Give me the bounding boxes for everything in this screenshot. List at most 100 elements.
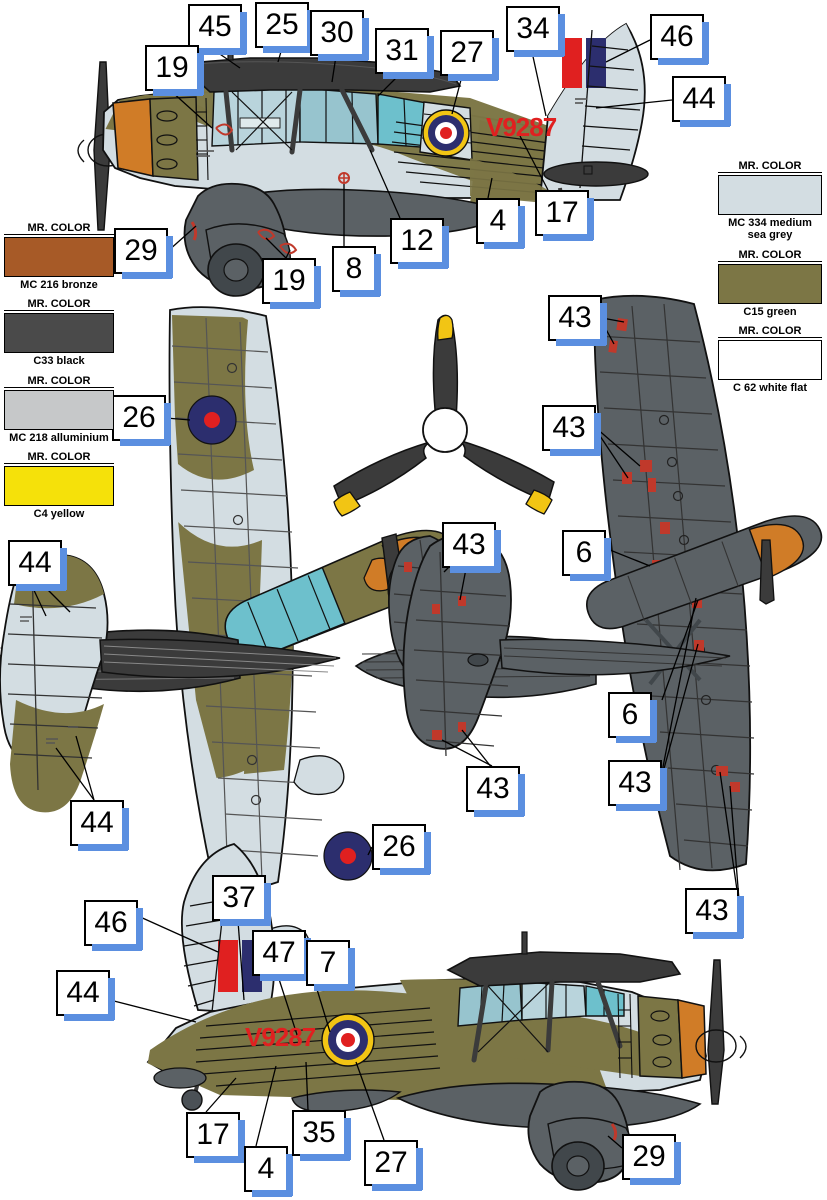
callout-label: 17 [545, 196, 579, 229]
callout-30[interactable]: 30 [310, 10, 369, 61]
serial-code-top: V9287 [486, 112, 557, 142]
callout-label: 19 [272, 264, 306, 297]
callout-label: 4 [489, 204, 507, 237]
callout-43[interactable]: 43 [685, 888, 744, 939]
callout-43[interactable]: 43 [466, 766, 525, 817]
view-bottom-side-profile [140, 843, 747, 1191]
callout-34[interactable]: 34 [506, 6, 565, 57]
callout-44[interactable]: 44 [672, 76, 731, 127]
callout-label: 26 [382, 830, 416, 863]
swatch-name: C 62 white flat [733, 381, 807, 394]
callout-29[interactable]: 29 [114, 228, 173, 279]
swatch-brand-label: MR. COLOR [718, 325, 822, 338]
callout-12[interactable]: 12 [390, 218, 449, 269]
callout-label: 43 [476, 772, 510, 805]
swatch-name: C4 yellow [33, 507, 85, 520]
callout-label: 43 [452, 528, 486, 561]
callout-44[interactable]: 44 [70, 800, 129, 851]
callout-label: 4 [257, 1152, 275, 1185]
callout-7[interactable]: 7 [306, 940, 355, 991]
callout-label: 47 [262, 936, 296, 969]
callout-44[interactable]: 44 [8, 540, 67, 591]
swatch-chip [718, 175, 822, 215]
callout-44[interactable]: 44 [56, 970, 115, 1021]
callout-6[interactable]: 6 [608, 692, 657, 743]
callout-label: 26 [122, 401, 156, 434]
callout-43[interactable]: 43 [608, 760, 667, 811]
callout-17[interactable]: 17 [535, 190, 594, 241]
callout-label: 29 [124, 234, 158, 267]
callout-label: 6 [575, 536, 593, 569]
callout-label: 7 [319, 946, 337, 979]
swatch-mc216-bronze: MR. COLOR MC 216 bronze [4, 222, 114, 291]
callout-label: 44 [18, 546, 52, 579]
swatch-chip [4, 237, 114, 277]
callout-27[interactable]: 27 [440, 30, 499, 81]
callout-19[interactable]: 19 [145, 45, 204, 96]
callout-46[interactable]: 46 [84, 900, 143, 951]
callout-label: 19 [155, 51, 189, 84]
swatch-name: C15 green [743, 305, 797, 318]
callout-29[interactable]: 29 [622, 1134, 681, 1185]
swatch-name: MC 216 bronze [20, 279, 98, 291]
swatch-c4-yellow: MR. COLOR C4 yellow [4, 451, 114, 520]
leader-lines [31, 39, 740, 1149]
callout-label: 46 [94, 906, 128, 939]
color-legend-left: MR. COLOR MC 216 bronze MR. COLOR C33 bl… [4, 222, 114, 527]
callout-label: 44 [66, 976, 100, 1009]
callout-label: 37 [222, 881, 256, 914]
swatch-brand-label: MR. COLOR [718, 249, 822, 262]
swatch-chip [4, 465, 114, 506]
callout-label: 44 [80, 806, 114, 839]
callout-label: 25 [265, 8, 299, 41]
callout-47[interactable]: 47 [252, 930, 311, 981]
view-propeller-front [333, 314, 555, 517]
callout-35[interactable]: 35 [292, 1110, 351, 1161]
callout-8[interactable]: 8 [332, 246, 381, 297]
view-tailplane-upper [0, 553, 341, 813]
callout-46[interactable]: 46 [650, 14, 709, 65]
callout-26[interactable]: 26 [112, 395, 171, 446]
callout-37[interactable]: 37 [212, 875, 271, 926]
callout-43[interactable]: 43 [542, 405, 601, 456]
swatch-brand-label: MR. COLOR [4, 375, 114, 388]
callout-31[interactable]: 31 [375, 28, 434, 79]
callout-label: 27 [374, 1146, 408, 1179]
color-legend-right: MR. COLOR MC 334 medium sea grey MR. COL… [718, 160, 822, 401]
callout-label: 45 [198, 10, 232, 43]
callout-label: 44 [682, 82, 716, 115]
callout-label: 35 [302, 1116, 336, 1149]
callout-26[interactable]: 26 [372, 824, 431, 875]
callout-label: 27 [450, 36, 484, 69]
callout-6[interactable]: 6 [562, 530, 611, 581]
callout-label: 43 [618, 766, 652, 799]
callout-label: 6 [621, 698, 639, 731]
swatch-chip [4, 389, 114, 430]
callout-label: 46 [660, 20, 694, 53]
callout-43[interactable]: 43 [548, 295, 607, 346]
callout-17[interactable]: 17 [186, 1112, 245, 1163]
swatch-brand-label: MR. COLOR [718, 160, 822, 173]
callout-27[interactable]: 27 [364, 1140, 423, 1191]
swatch-mc218-alluminium: MR. COLOR MC 218 alluminium [4, 375, 114, 444]
swatch-c15-green: MR. COLOR C15 green [718, 249, 822, 318]
callout-4[interactable]: 4 [476, 198, 525, 249]
swatch-brand-label: MR. COLOR [4, 451, 114, 464]
callout-label: 43 [552, 411, 586, 444]
swatch-c33-black: MR. COLOR C33 black [4, 298, 114, 367]
callout-label: 31 [385, 34, 419, 67]
callout-label: 30 [320, 16, 354, 49]
swatch-name: C33 black [33, 355, 85, 368]
callout-4[interactable]: 4 [244, 1146, 293, 1197]
callout-label: 12 [400, 224, 434, 257]
callout-45[interactable]: 45 [188, 4, 247, 55]
callout-19[interactable]: 19 [262, 258, 321, 309]
callout-43[interactable]: 43 [442, 522, 501, 573]
callout-label: 43 [695, 894, 729, 927]
swatch-chip [4, 313, 114, 354]
callout-label: 43 [558, 301, 592, 334]
swatch-brand-label: MR. COLOR [4, 298, 114, 312]
callout-25[interactable]: 25 [255, 2, 314, 53]
